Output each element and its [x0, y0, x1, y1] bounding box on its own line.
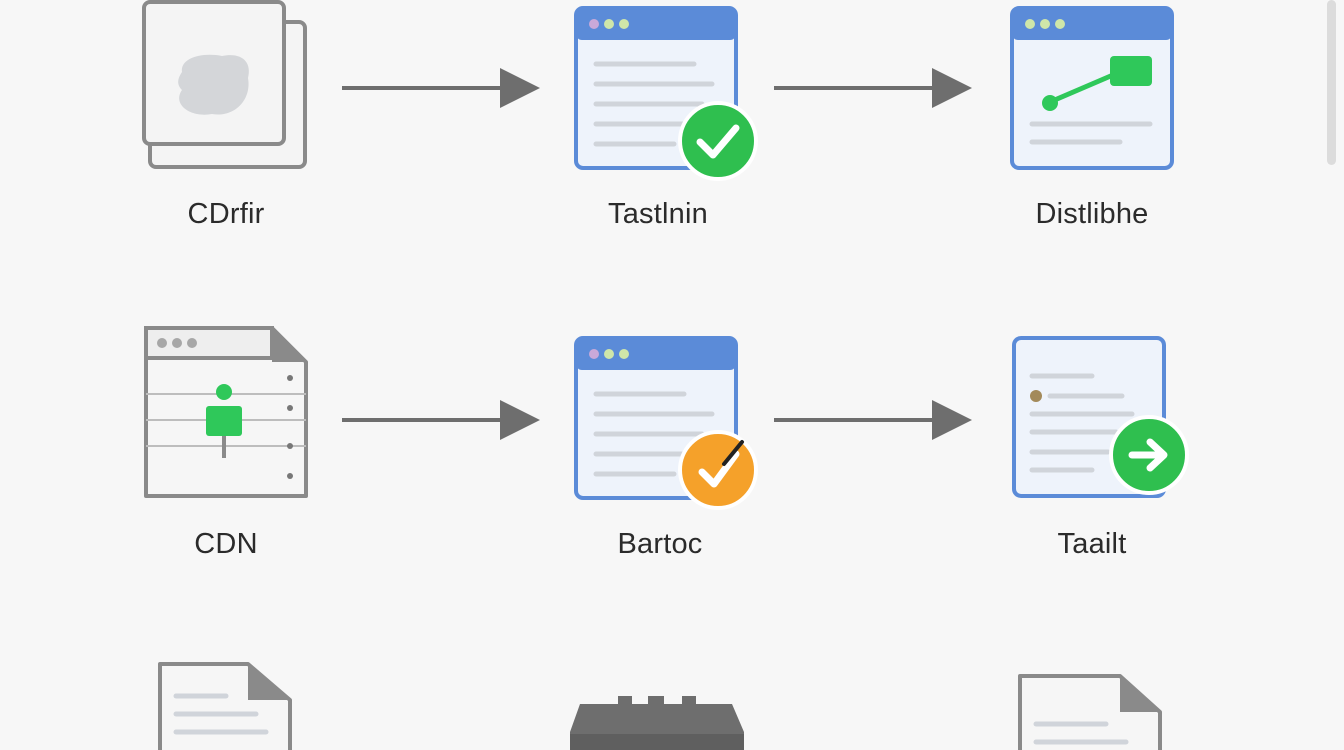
flow-arrow — [772, 398, 977, 442]
document-icon — [158, 662, 292, 750]
step-label: Tastlnin — [608, 198, 708, 230]
step-label: Bartoc — [617, 528, 703, 560]
step-label: CDrfir — [187, 198, 265, 230]
browser-window-edit-icon — [574, 336, 758, 510]
flow-arrow — [772, 66, 977, 110]
step-node-8 — [566, 692, 748, 750]
arrow-right-icon — [342, 68, 540, 108]
browser-window-link-icon — [1010, 6, 1174, 170]
step-label: Taailt — [1057, 528, 1127, 560]
arrow-right-icon — [774, 400, 972, 440]
step-node-9 — [1016, 672, 1166, 750]
browser-window-check-icon — [574, 6, 758, 181]
arrow-right-icon — [774, 68, 972, 108]
step-node-4 — [142, 324, 310, 504]
document-icon — [1018, 674, 1162, 750]
browser-file-pin-icon — [144, 326, 308, 498]
document-forward-icon — [1012, 336, 1189, 498]
document-stack-icon — [142, 0, 307, 169]
step-node-6 — [1012, 336, 1190, 498]
step-node-5 — [574, 336, 760, 512]
flow-arrow — [340, 398, 545, 442]
server-rack-icon — [570, 696, 744, 750]
step-label: Distlibhe — [1035, 198, 1149, 230]
vertical-scrollbar[interactable] — [1327, 0, 1336, 165]
step-node-3 — [1010, 6, 1176, 172]
flow-arrow — [340, 66, 545, 110]
step-node-1 — [142, 0, 310, 172]
step-node-7 — [156, 660, 296, 750]
step-label: CDN — [194, 528, 258, 560]
arrow-right-icon — [342, 400, 540, 440]
step-node-2 — [574, 6, 760, 182]
